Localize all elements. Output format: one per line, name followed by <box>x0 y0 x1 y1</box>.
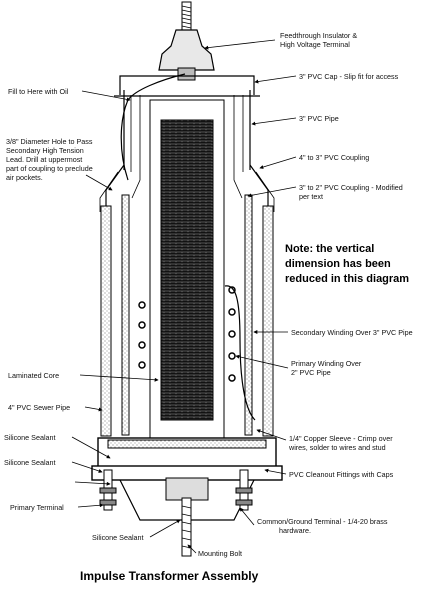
label-pvc-cap: 3" PVC Cap - Slip fit for access <box>299 72 399 81</box>
leader-lines <box>71 39 297 554</box>
note-line-1: Note: the vertical <box>285 243 374 255</box>
label-common-ground-1: Common/Ground Terminal - 1/4-20 brass <box>257 517 388 526</box>
sewer-pipe-left <box>100 205 112 437</box>
label-pvc-pipe-3: 3" PVC Pipe <box>299 114 339 123</box>
note-line-2: dimension has been <box>285 258 391 270</box>
labels: Feedthrough Insulator & High Voltage Ter… <box>4 31 413 558</box>
label-hole-4: part of coupling to preclude <box>6 164 93 173</box>
common-ground-terminal <box>235 469 253 511</box>
label-coupling-3-2-2: per text <box>299 192 323 201</box>
label-copper-sleeve-1: 1/4" Copper Sleeve - Crimp over <box>289 434 393 443</box>
label-coupling-4-3: 4" to 3" PVC Coupling <box>299 153 369 162</box>
mounting-bolt <box>181 497 192 557</box>
label-cleanout-fittings: PVC Cleanout Fittings with Caps <box>289 470 394 479</box>
diagram-caption: Impulse Transformer Assembly <box>80 569 259 583</box>
primary-winding <box>138 286 236 382</box>
label-mounting-bolt: Mounting Bolt <box>198 549 242 558</box>
laminated-core <box>160 119 214 421</box>
label-silicone-sealant-1: Silicone Sealant <box>4 433 56 442</box>
label-primary-terminal: Primary Terminal <box>10 503 64 512</box>
feedthrough-insulator <box>158 29 215 71</box>
label-primary-winding-1: Primary Winding Over <box>291 359 362 368</box>
label-primary-winding-2: 2" PVC Pipe <box>291 368 331 377</box>
label-silicone-sealant-3: Silicone Sealant <box>92 533 144 542</box>
label-silicone-sealant-2: Silicone Sealant <box>4 458 56 467</box>
note-line-3: reduced in this diagram <box>285 273 409 285</box>
sewer-pipe-right <box>262 205 274 437</box>
label-copper-sleeve-2: wires, solder to wires and stud <box>288 443 386 452</box>
label-secondary-winding: Secondary Winding Over 3" PVC Pipe <box>291 328 413 337</box>
label-hole-5: air pockets. <box>6 173 43 182</box>
label-common-ground-2: hardware. <box>279 526 311 535</box>
label-laminated-core: Laminated Core <box>8 371 59 380</box>
label-hole-1: 3/8" Diameter Hole to Pass <box>6 137 93 146</box>
primary-terminal <box>99 469 117 511</box>
label-feedthrough-2: High Voltage Terminal <box>280 40 350 49</box>
label-hole-3: Lead. Drill at uppermost <box>6 155 82 164</box>
label-coupling-3-2-1: 3" to 2" PVC Coupling - Modified <box>299 183 403 192</box>
assembly-drawing <box>91 1 283 557</box>
label-fill-oil: Fill to Here with Oil <box>8 87 69 96</box>
pvc-cap <box>119 75 255 95</box>
label-feedthrough-1: Feedthrough Insulator & <box>280 31 357 40</box>
label-hole-2: Secondary High Tension <box>6 146 84 155</box>
label-sewer-pipe: 4" PVC Sewer Pipe <box>8 403 70 412</box>
note: Note: the vertical dimension has been re… <box>285 243 409 285</box>
